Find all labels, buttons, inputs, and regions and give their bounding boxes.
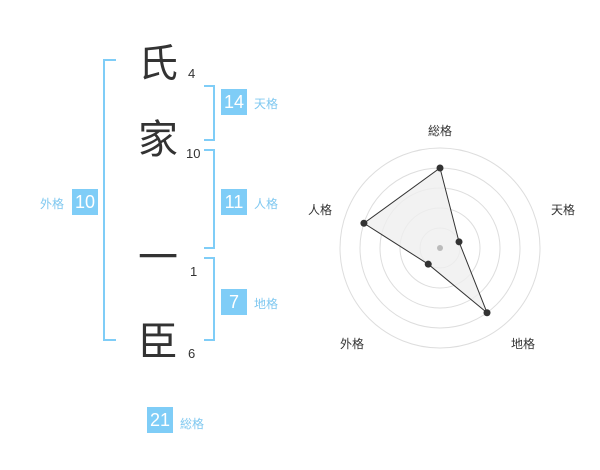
jinkaku-label: 人格 bbox=[254, 197, 279, 211]
chikaku-label: 地格 bbox=[254, 297, 279, 311]
gaikaku-value: 10 bbox=[72, 189, 98, 215]
gaikaku-label: 外格 bbox=[40, 197, 65, 211]
stroke-count-3: 1 bbox=[190, 264, 198, 279]
chikaku-bracket bbox=[204, 257, 215, 341]
name-char-3: 一 bbox=[138, 235, 178, 281]
radar-label-jinkaku: 人格 bbox=[308, 203, 333, 217]
tenkaku-label: 天格 bbox=[254, 97, 279, 111]
name-char-4: 臣 bbox=[138, 319, 178, 365]
chikaku-value: 7 bbox=[221, 289, 247, 315]
name-char-2: 家 bbox=[138, 117, 178, 163]
tenkaku-bracket bbox=[204, 85, 215, 141]
tenkaku-value: 14 bbox=[221, 89, 247, 115]
stroke-count-4: 6 bbox=[188, 346, 196, 361]
stroke-count-1: 4 bbox=[188, 66, 196, 81]
stroke-count-2: 10 bbox=[186, 146, 201, 161]
soukaku-value: 21 bbox=[147, 407, 173, 433]
radar-label-tenkaku: 天格 bbox=[551, 203, 576, 217]
radar-label-soukaku: 総格 bbox=[428, 124, 453, 138]
radar-label-chikaku: 地格 bbox=[511, 337, 536, 351]
radar-point-4 bbox=[424, 260, 432, 268]
radar-label-gaikaku: 外格 bbox=[340, 337, 365, 351]
radar-center-dot bbox=[437, 245, 443, 251]
jinkaku-value: 11 bbox=[221, 189, 247, 215]
radar-polygon bbox=[363, 167, 488, 314]
radar-ring bbox=[339, 147, 541, 349]
radar-point-5 bbox=[360, 219, 368, 227]
jinkaku-bracket bbox=[204, 149, 215, 249]
radar-point-1 bbox=[436, 164, 444, 172]
soukaku-label: 総格 bbox=[180, 417, 205, 431]
gaikaku-bracket bbox=[103, 59, 116, 341]
radar-point-2 bbox=[455, 238, 463, 246]
name-char-1: 氏 bbox=[138, 41, 178, 87]
radar-point-3 bbox=[483, 309, 491, 317]
